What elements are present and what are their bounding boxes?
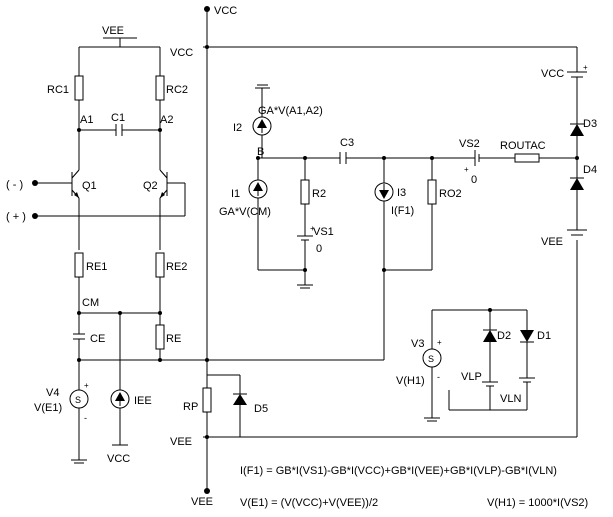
equation-f1: I(F1) = GB*I(VS1)-GB*I(VCC)+GB*I(VEE)+GB… bbox=[240, 465, 557, 477]
equation-e1: V(E1) = (V(VCC)+V(VEE))/2 bbox=[240, 497, 378, 509]
vs1-label: VS1 bbox=[313, 226, 334, 238]
i3-expr: I(F1) bbox=[391, 205, 414, 217]
re2-resistor bbox=[155, 252, 165, 278]
cm-label: CM bbox=[82, 297, 99, 309]
a1-label: A1 bbox=[80, 114, 93, 126]
a2-label: A2 bbox=[160, 114, 173, 126]
vee-bottom-label: VEE bbox=[191, 496, 213, 508]
i2-label: I2 bbox=[233, 122, 242, 134]
plus-input-label: ( + ) bbox=[6, 211, 26, 223]
rc2-label: RC2 bbox=[166, 84, 188, 96]
vs2-zero: 0 bbox=[471, 174, 477, 186]
d4-label: D4 bbox=[583, 164, 597, 176]
d2-diode bbox=[483, 330, 497, 342]
ce-label: CE bbox=[90, 333, 105, 345]
minus-input-label: ( - ) bbox=[6, 179, 23, 191]
vee-d4-label: VEE bbox=[541, 236, 563, 248]
ro2-label: RO2 bbox=[439, 188, 462, 200]
routac-resistor bbox=[514, 153, 540, 163]
re-label: RE bbox=[166, 333, 181, 345]
d5-diode bbox=[233, 394, 247, 405]
vs1-zero: 0 bbox=[316, 243, 322, 255]
v3-symbol: S bbox=[428, 354, 434, 364]
rp-resistor bbox=[202, 387, 212, 413]
vcc-left-label: VCC bbox=[170, 47, 193, 59]
v3-minus: - bbox=[437, 372, 440, 382]
re1-label: RE1 bbox=[86, 261, 107, 273]
iee-label: IEE bbox=[134, 395, 152, 407]
vee-top-left-label: VEE bbox=[102, 25, 124, 37]
v4-plus: + bbox=[84, 381, 89, 390]
v3-plus: + bbox=[437, 338, 442, 347]
i1-label: I1 bbox=[231, 188, 240, 200]
vs1-plus: + bbox=[310, 224, 315, 233]
i1-expr: GA*V(CM) bbox=[219, 206, 271, 218]
d4-diode bbox=[570, 178, 584, 190]
ro2-resistor bbox=[427, 179, 437, 205]
v4-symbol: S bbox=[75, 395, 81, 405]
v4-expr: V(E1) bbox=[34, 402, 62, 414]
vcc-d3-plus: + bbox=[583, 63, 588, 72]
v4-label: V4 bbox=[46, 387, 59, 399]
d3-label: D3 bbox=[583, 118, 597, 130]
vcc-d3-label: VCC bbox=[541, 68, 564, 80]
re1-resistor bbox=[74, 252, 84, 278]
c1-label: C1 bbox=[111, 112, 125, 124]
d2-label: D2 bbox=[497, 330, 511, 342]
r2-resistor bbox=[300, 179, 310, 205]
d1-label: D1 bbox=[537, 330, 551, 342]
re-resistor bbox=[155, 324, 165, 350]
v3-label: V3 bbox=[411, 338, 424, 350]
d1-diode bbox=[520, 330, 534, 342]
d5-label: D5 bbox=[254, 403, 268, 415]
b-label: B bbox=[257, 146, 264, 158]
vs2-plus: + bbox=[464, 165, 469, 174]
vs2-label: VS2 bbox=[459, 138, 480, 150]
vlp-label: VLP bbox=[461, 371, 482, 383]
r2-label: R2 bbox=[312, 188, 326, 200]
equation-h1: V(H1) = 1000*I(VS2) bbox=[487, 497, 588, 509]
i2-expr: GA*V(A1,A2) bbox=[258, 105, 323, 117]
q2-label: Q2 bbox=[143, 180, 158, 192]
re2-label: RE2 bbox=[166, 261, 187, 273]
vcc-bottom-label: VCC bbox=[107, 453, 130, 465]
vln-label: VLN bbox=[500, 393, 521, 405]
i3-label: I3 bbox=[397, 187, 406, 199]
rc1-resistor bbox=[74, 75, 84, 101]
rc2-resistor bbox=[155, 75, 165, 101]
vcc-top-label: VCC bbox=[214, 5, 237, 17]
d3-diode bbox=[570, 124, 584, 136]
supply-rail bbox=[203, 6, 211, 494]
v3-expr: V(H1) bbox=[396, 375, 425, 387]
rp-label: RP bbox=[183, 401, 198, 413]
vee-rail-label: VEE bbox=[170, 436, 192, 448]
q2-transistor bbox=[159, 165, 168, 250]
q1-transistor bbox=[71, 165, 80, 250]
v4-minus: - bbox=[84, 413, 87, 423]
c3-label: C3 bbox=[340, 137, 354, 149]
rc1-label: RC1 bbox=[47, 84, 69, 96]
q1-label: Q1 bbox=[82, 180, 97, 192]
routac-label: ROUTAC bbox=[500, 140, 546, 152]
